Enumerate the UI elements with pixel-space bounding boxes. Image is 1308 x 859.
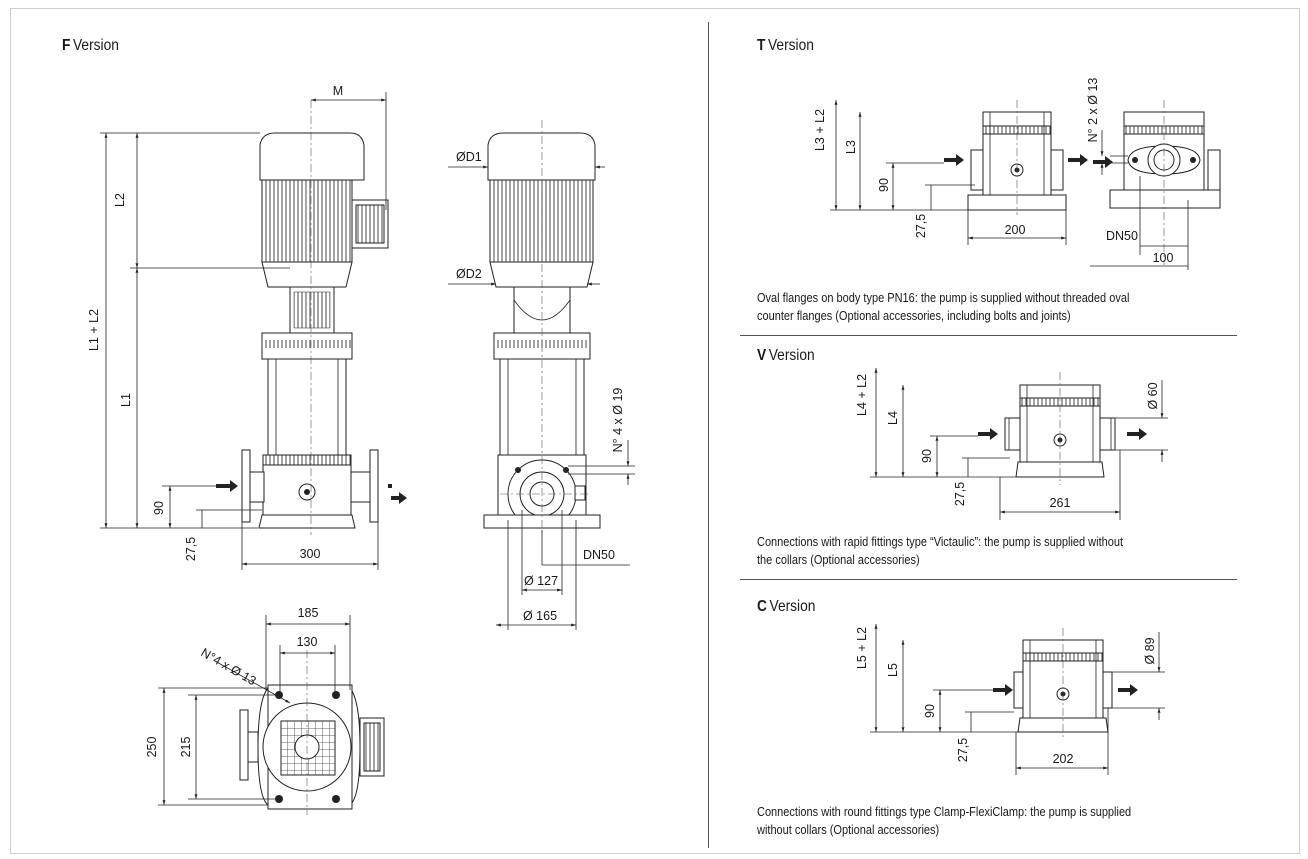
f-side-view — [448, 120, 635, 630]
dim-l4: L4 — [886, 411, 900, 425]
dim-t-200: 200 — [1005, 223, 1026, 237]
dim-l5-l2: L5 + L2 — [855, 627, 869, 669]
v-version-drawing — [870, 368, 1168, 520]
dim-f-dn50: DN50 — [583, 548, 615, 562]
dim-d165: Ø 165 — [523, 609, 557, 623]
dim-l3-l2: L3 + L2 — [813, 109, 827, 151]
dim-d2: ØD2 — [456, 267, 482, 281]
dim-d60: Ø 60 — [1146, 382, 1160, 409]
dim-v-261: 261 — [1050, 496, 1071, 510]
dim-l3: L3 — [844, 140, 858, 154]
f-top-view — [158, 615, 385, 815]
column-divider — [708, 22, 709, 848]
dim-l1: L1 — [119, 393, 133, 407]
f-front-view — [100, 92, 407, 570]
section-divider-v-c — [740, 579, 1237, 580]
dim-f-27-5: 27,5 — [184, 537, 198, 561]
dim-250: 250 — [145, 737, 159, 758]
dim-l2: L2 — [113, 193, 127, 207]
page-frame — [10, 8, 1300, 854]
dim-215: 215 — [179, 737, 193, 758]
v-version-caption: Connections with rapid fittings type “Vi… — [757, 535, 1124, 567]
c-version-caption: Connections with round fittings type Cla… — [757, 805, 1132, 837]
dim-185: 185 — [298, 606, 319, 620]
t-version-caption: Oval flanges on body type PN16: the pump… — [757, 291, 1130, 323]
dim-t-holes-13: N° 2 x Ø 13 — [1086, 78, 1100, 143]
dim-t-27-5: 27,5 — [914, 214, 928, 238]
dim-f-300: 300 — [300, 547, 321, 561]
dim-f-90: 90 — [152, 501, 166, 515]
dim-v-90: 90 — [920, 449, 934, 463]
dim-d127: Ø 127 — [524, 574, 558, 588]
dim-l1-l2: L1 + L2 — [87, 309, 101, 351]
dim-l5: L5 — [886, 663, 900, 677]
c-version-drawing — [870, 624, 1165, 775]
dim-c-90: 90 — [923, 704, 937, 718]
dim-d89: Ø 89 — [1143, 637, 1157, 664]
dim-130: 130 — [297, 635, 318, 649]
dim-t-dn50: DN50 — [1106, 229, 1138, 243]
dim-f-holes-13: N°4 x Ø 13 — [199, 645, 259, 688]
dim-t-100: 100 — [1153, 251, 1174, 265]
dim-d1: ØD1 — [456, 150, 482, 164]
t-version-drawing — [830, 100, 1221, 270]
dim-t-90: 90 — [877, 178, 891, 192]
dim-l4-l2: L4 + L2 — [855, 374, 869, 416]
dim-c-27-5: 27,5 — [956, 738, 970, 762]
dim-m: M — [333, 84, 343, 98]
dim-v-27-5: 27,5 — [953, 482, 967, 506]
section-divider-t-v — [740, 335, 1237, 336]
dim-f-holes-19: N° 4 x Ø 19 — [611, 388, 625, 453]
dim-c-202: 202 — [1053, 752, 1074, 766]
